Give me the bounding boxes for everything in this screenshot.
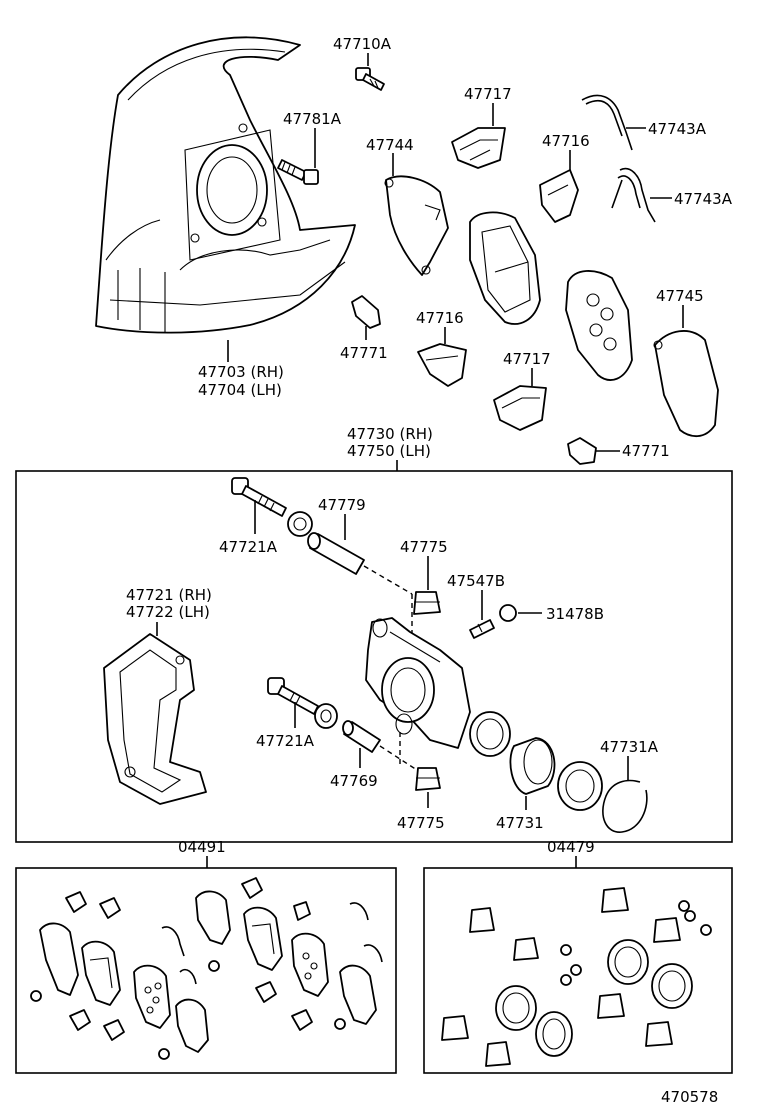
label-47771-right: 47771 bbox=[622, 442, 670, 460]
bushing-lower-drawing bbox=[314, 703, 338, 729]
label-47781A: 47781A bbox=[283, 110, 342, 128]
label-47775-lower: 47775 bbox=[397, 814, 445, 832]
mounting-bracket-drawing bbox=[103, 633, 207, 805]
cap-31478B-drawing bbox=[499, 604, 517, 622]
label-47744: 47744 bbox=[366, 136, 414, 154]
caliper-assembly-box bbox=[15, 470, 733, 843]
label-47721A-upper: 47721A bbox=[219, 538, 278, 556]
clip-47716-lower-drawing bbox=[417, 343, 467, 387]
clip-47716-upper-drawing bbox=[539, 169, 579, 223]
label-47745: 47745 bbox=[656, 287, 704, 305]
diagram-number: 470578 bbox=[661, 1088, 718, 1106]
shim-47744-drawing bbox=[384, 175, 449, 276]
piston-seal-drawing bbox=[469, 711, 511, 757]
label-47717-lower: 47717 bbox=[503, 350, 551, 368]
label-04479: 04479 bbox=[547, 838, 595, 856]
label-31478B: 31478B bbox=[546, 605, 604, 623]
label-47730: 47730 (RH) bbox=[347, 425, 433, 443]
bolt-47710A-drawing bbox=[355, 67, 385, 91]
clip-47771-right-drawing bbox=[567, 437, 597, 465]
piston-boot-drawing bbox=[557, 761, 603, 811]
set-ring-47731A-drawing bbox=[602, 779, 648, 833]
seal-kit-box-04479 bbox=[423, 867, 733, 1074]
pin-47769-drawing bbox=[342, 720, 381, 753]
boot-47775-upper-drawing bbox=[413, 591, 441, 615]
bolt-47781A-drawing bbox=[277, 159, 319, 185]
label-47703: 47703 (RH) bbox=[198, 363, 284, 381]
bleeder-47547B-drawing bbox=[469, 619, 495, 639]
clip-47717-upper-drawing bbox=[451, 127, 506, 169]
label-47716-upper: 47716 bbox=[542, 132, 590, 150]
pad-kit-contents-drawing bbox=[30, 877, 383, 1060]
pad-kit-box-04491 bbox=[15, 867, 397, 1074]
dust-cover-drawing bbox=[95, 36, 356, 334]
label-04491: 04491 bbox=[178, 838, 226, 856]
label-47721: 47721 (RH) bbox=[126, 586, 212, 604]
clip-47717-lower-drawing bbox=[493, 385, 547, 431]
label-47769: 47769 bbox=[330, 772, 378, 790]
label-47743A-upper: 47743A bbox=[648, 120, 707, 138]
label-47704: 47704 (LH) bbox=[198, 381, 282, 399]
clip-47771-left-drawing bbox=[351, 295, 381, 329]
label-47771-left: 47771 bbox=[340, 344, 388, 362]
label-47743A-lower: 47743A bbox=[674, 190, 733, 208]
seal-kit-contents-drawing bbox=[441, 887, 712, 1067]
caliper-body-drawing bbox=[365, 617, 471, 749]
pin-47779-drawing bbox=[307, 532, 365, 575]
spring-47743A-lower-drawing bbox=[611, 168, 656, 223]
boot-47775-lower-drawing bbox=[415, 767, 441, 791]
label-47722: 47722 (LH) bbox=[126, 603, 210, 621]
label-47547B: 47547B bbox=[447, 572, 505, 590]
brake-pad-inner-drawing bbox=[469, 211, 541, 325]
label-47775-upper: 47775 bbox=[400, 538, 448, 556]
bolt-47721A-upper-drawing bbox=[231, 477, 287, 517]
label-47716-lower: 47716 bbox=[416, 309, 464, 327]
shim-47745-drawing bbox=[653, 330, 719, 438]
spring-47743A-upper-drawing bbox=[581, 94, 633, 151]
label-47779: 47779 bbox=[318, 496, 366, 514]
label-47750: 47750 (LH) bbox=[347, 442, 431, 460]
label-47717-upper: 47717 bbox=[464, 85, 512, 103]
label-47710A: 47710A bbox=[333, 35, 392, 53]
bushing-upper-drawing bbox=[287, 511, 313, 537]
label-47731: 47731 bbox=[496, 814, 544, 832]
label-47721A-lower: 47721A bbox=[256, 732, 315, 750]
label-47731A: 47731A bbox=[600, 738, 659, 756]
bolt-47721A-lower-drawing bbox=[267, 677, 319, 715]
piston-47731-drawing bbox=[509, 737, 556, 795]
brake-pad-outer-drawing bbox=[565, 270, 633, 381]
